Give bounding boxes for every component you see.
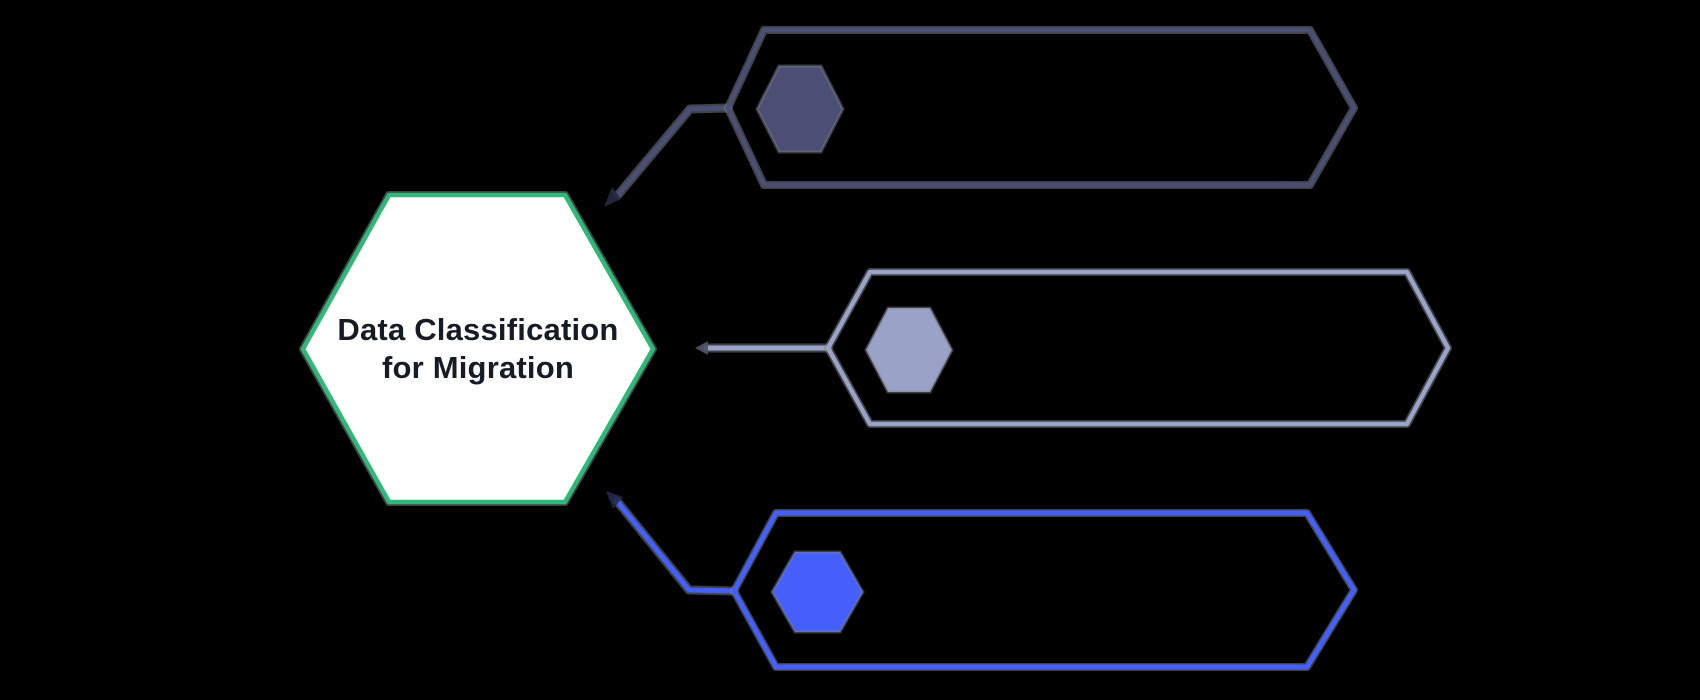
branch-top-arrowhead-icon (604, 187, 621, 207)
branch-top-connector-line (615, 105, 731, 198)
branch-middle-arrowhead-icon (695, 341, 708, 355)
central-node[interactable] (299, 191, 657, 506)
branch-top-connector-halo (613, 103, 733, 200)
branch-bottom-node[interactable] (730, 509, 1358, 671)
branch-bottom-outline[interactable] (731, 510, 1357, 670)
branch-middle-connector (695, 341, 833, 355)
branch-bottom-connector (606, 491, 739, 596)
branch-bottom-connector-line (614, 498, 737, 594)
branch-bottom-arrowhead-icon (606, 491, 623, 509)
branch-top-outline[interactable] (725, 27, 1357, 188)
branch-middle-node[interactable] (824, 268, 1452, 428)
branch-middle-outline[interactable] (825, 269, 1451, 427)
branch-middle-hexagon-icon (864, 306, 954, 394)
branch-top-node[interactable] (724, 26, 1358, 189)
branch-top-hexagon-icon (755, 64, 845, 154)
branch-bottom-hexagon-icon (770, 550, 865, 634)
branch-top-connector (604, 103, 733, 207)
central-hexagon[interactable] (300, 192, 656, 505)
branch-bottom-connector-halo (612, 496, 739, 596)
